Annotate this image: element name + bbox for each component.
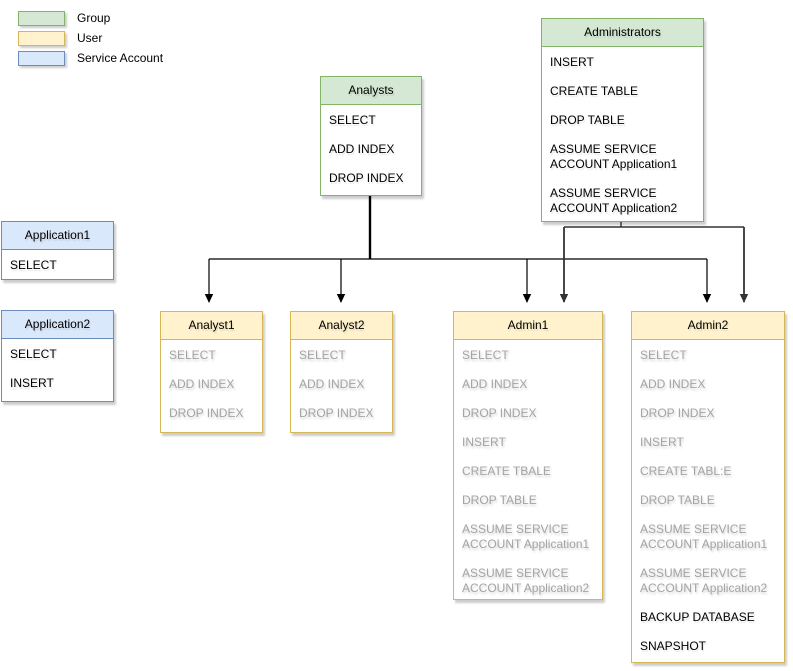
node-application1-title: Application1 [2, 222, 113, 250]
permission-item: ASSUME SERVICE ACCOUNT Application2 [462, 566, 590, 595]
node-analyst1: Analyst1 SELECT ADD INDEX DROP INDEX [160, 311, 263, 433]
permission-item: SNAPSHOT [640, 639, 707, 653]
user-swatch [18, 30, 65, 46]
permission-item: DROP INDEX [462, 406, 537, 420]
legend: Group User Service Account [18, 8, 163, 68]
node-admin2-title: Admin2 [632, 312, 784, 340]
node-administrators: Administrators INSERT CREATE TABLE DROP TA… [541, 18, 704, 222]
permission-item: DROP INDEX [329, 171, 404, 185]
legend-label: User [77, 31, 103, 45]
permission-item: SELECT [462, 348, 509, 362]
legend-label: Service Account [77, 51, 164, 65]
permission-item: SELECT [169, 348, 216, 362]
legend-row-user: User [18, 28, 163, 48]
node-admin2: Admin2 SELECT ADD INDEX DROP INDEX INSERT CR… [631, 311, 785, 663]
permission-item: CREATE TABLE [550, 84, 639, 98]
node-application1: Application1 SELECT [1, 221, 114, 280]
permission-item: ADD INDEX [329, 142, 395, 156]
node-analyst1-permission-list: SELECT ADD INDEX DROP INDEX [161, 340, 262, 421]
permission-item: ADD INDEX [462, 377, 528, 391]
permission-item: INSERT [10, 376, 54, 390]
permission-item: SELECT [329, 113, 376, 127]
permission-item: CREATE TABL:E [640, 464, 732, 478]
permission-item: SELECT [299, 348, 346, 362]
permission-item: ADD INDEX [169, 377, 235, 391]
node-analyst2-title: Analyst2 [291, 312, 392, 340]
permission-item: ASSUME SERVICE ACCOUNT Application2 [640, 566, 768, 595]
group-swatch [18, 10, 65, 26]
permission-item: DROP TABLE [640, 493, 715, 507]
node-application2-permission-list: SELECT INSERT [2, 339, 113, 391]
permission-item: CREATE TBALE [462, 464, 551, 478]
node-application1-permission-list: SELECT [2, 250, 113, 273]
permission-item: BACKUP DATABASE [640, 610, 755, 624]
node-admin2-permission-list: SELECT ADD INDEX DROP INDEX INSERT CREATE TA… [632, 340, 784, 654]
permission-item: SELECT [10, 258, 57, 272]
node-admin1: Admin1 SELECT ADD INDEX DROP INDEX INSERT CR… [453, 311, 603, 600]
node-administrators-title: Administrators [542, 19, 703, 47]
permission-item: ASSUME SERVICE ACCOUNT Application2 [550, 186, 678, 215]
permission-item: DROP INDEX [299, 406, 374, 420]
permission-item: SELECT [640, 348, 687, 362]
node-admin1-title: Admin1 [454, 312, 602, 340]
permission-item: ASSUME SERVICE ACCOUNT Application1 [640, 522, 768, 551]
permission-item: ASSUME SERVICE ACCOUNT Application1 [462, 522, 590, 551]
permission-item: DROP INDEX [640, 406, 715, 420]
node-admin1-permission-list: SELECT ADD INDEX DROP INDEX INSERT CREATE TB… [454, 340, 602, 596]
node-analysts: Analysts SELECT ADD INDEX DROP INDEX [320, 76, 422, 196]
permission-item: DROP INDEX [169, 406, 244, 420]
permission-item: ADD INDEX [640, 377, 706, 391]
permission-item: DROP TABLE [462, 493, 537, 507]
permission-item: ASSUME SERVICE ACCOUNT Application1 [550, 142, 678, 171]
legend-row-group: Group [18, 8, 163, 28]
permission-item: ADD INDEX [299, 377, 365, 391]
permission-item: INSERT [550, 55, 594, 69]
permission-item: INSERT [462, 435, 506, 449]
legend-row-service-account: Service Account [18, 48, 163, 68]
permission-item: SELECT [10, 347, 57, 361]
permission-item: DROP TABLE [550, 113, 625, 127]
node-analyst1-title: Analyst1 [161, 312, 262, 340]
node-analyst2: Analyst2 SELECT ADD INDEX DROP INDEX [290, 311, 393, 433]
permission-item: INSERT [640, 435, 684, 449]
service-account-swatch [18, 50, 65, 66]
node-analyst2-permission-list: SELECT ADD INDEX DROP INDEX [291, 340, 392, 421]
node-application2-title: Application2 [2, 311, 113, 339]
node-analysts-title: Analysts [321, 77, 421, 105]
node-analysts-permission-list: SELECT ADD INDEX DROP INDEX [321, 105, 421, 186]
legend-label: Group [77, 11, 111, 25]
node-application2: Application2 SELECT INSERT [1, 310, 114, 402]
node-administrators-permission-list: INSERT CREATE TABLE DROP TABLE ASSUME SERVI… [542, 47, 703, 216]
